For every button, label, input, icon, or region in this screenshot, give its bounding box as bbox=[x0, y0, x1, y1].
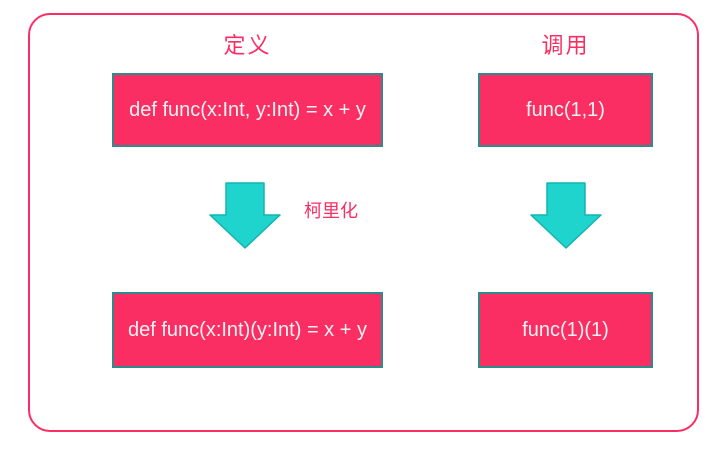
invocation-curried-box: func(1)(1) bbox=[478, 292, 653, 368]
down-arrow-icon bbox=[530, 182, 602, 249]
definition-original-box: def func(x:Int, y:Int) = x + y bbox=[112, 73, 383, 147]
invocation-original-box: func(1,1) bbox=[478, 73, 653, 147]
invocation-column-title: 调用 bbox=[541, 33, 590, 58]
currying-arrow-label: 柯里化 bbox=[304, 201, 358, 221]
definition-curried-box: def func(x:Int)(y:Int) = x + y bbox=[112, 292, 383, 368]
down-arrow-icon bbox=[209, 182, 281, 249]
definition-column-title: 定义 bbox=[223, 33, 272, 58]
